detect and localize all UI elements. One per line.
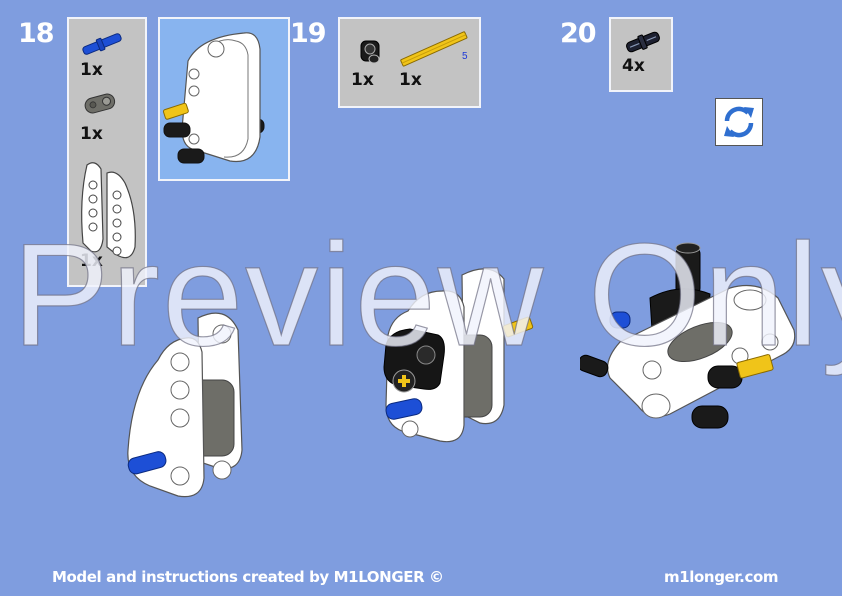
parts-list-step-19: 1x 5 1x	[338, 17, 481, 108]
part-qty: 1x	[399, 70, 422, 90]
parts-list-step-18: 1x 1x 1x	[67, 17, 147, 287]
part-qty: 1x	[351, 70, 374, 90]
part-qty: 1x	[80, 124, 103, 144]
subassembly-model-icon	[162, 32, 265, 164]
part-qty: 1x	[80, 60, 103, 80]
step-19-model-illustration	[383, 268, 534, 443]
blue-pin-icon	[82, 33, 122, 55]
step-20-model-illustration	[580, 242, 796, 429]
yellow-axle-icon	[400, 31, 468, 67]
gray-liftarm-icon	[84, 93, 116, 114]
step-18-model-illustration	[127, 312, 243, 498]
step-number-20: 20	[560, 18, 597, 49]
black-pin-icon	[626, 31, 660, 53]
rotate-refresh-icon	[724, 106, 754, 138]
black-cross-block-icon	[360, 40, 380, 64]
part-qty: 1x	[80, 251, 103, 271]
parts-list-step-20: 4x	[609, 17, 673, 92]
footer-credit: Model and instructions created by M1LONG…	[52, 568, 444, 586]
white-curved-panel-icon	[81, 162, 136, 259]
step-number-18: 18	[18, 18, 55, 49]
rotate-model-button[interactable]	[715, 98, 763, 146]
step-number-19: 19	[290, 18, 327, 49]
subassembly-preview	[158, 17, 290, 181]
axle-length-label: 5	[462, 51, 468, 62]
footer-website-link[interactable]: m1longer.com	[664, 568, 779, 586]
part-qty: 4x	[622, 56, 645, 76]
